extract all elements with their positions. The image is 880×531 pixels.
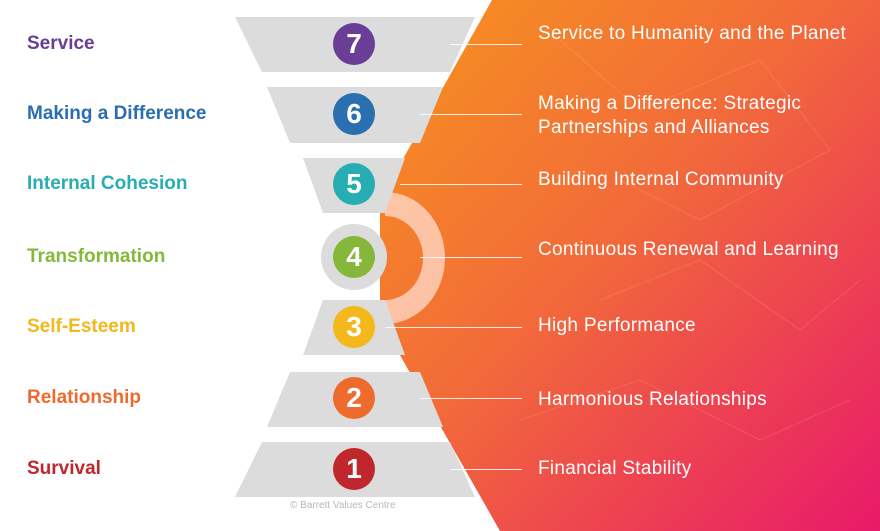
level-badge-5: 5 <box>333 163 375 205</box>
connector-line-6 <box>420 114 522 115</box>
connector-line-4 <box>420 257 522 258</box>
connector-line-2 <box>420 398 522 399</box>
level-badge-4: 4 <box>333 236 375 278</box>
level-badge-1: 1 <box>333 448 375 490</box>
level-description-3: High Performance <box>538 315 696 336</box>
level-name-2: Relationship <box>27 387 142 408</box>
connector-line-1 <box>450 469 522 470</box>
level-badge-6: 6 <box>333 93 375 135</box>
level-description-5: Building Internal Community <box>538 169 784 190</box>
level-name-4: Transformation <box>27 246 166 267</box>
level-name-3: Self-Esteem <box>27 316 136 337</box>
gradient-panel <box>380 0 880 531</box>
level-name-1: Survival <box>27 458 101 479</box>
transformation-arc <box>385 192 445 324</box>
connector-line-3 <box>385 327 522 328</box>
network-lines <box>519 39 861 441</box>
level-name-5: Internal Cohesion <box>27 173 188 194</box>
connector-line-7 <box>450 44 522 45</box>
level-description-1: Financial Stability <box>538 458 692 479</box>
level-description-6: Making a Difference: Strategic Partnersh… <box>538 93 802 138</box>
level-badge-2: 2 <box>333 377 375 419</box>
connector-line-5 <box>400 184 522 185</box>
level-description-2: Harmonious Relationships <box>538 389 767 410</box>
level-badge-7: 7 <box>333 23 375 65</box>
level-description-4: Continuous Renewal and Learning <box>538 239 839 260</box>
level-name-7: Service <box>27 33 95 54</box>
level-badge-3: 3 <box>333 306 375 348</box>
level-name-6: Making a Difference <box>27 103 207 124</box>
copyright-text: © Barrett Values Centre <box>290 500 396 511</box>
level-description-7: Service to Humanity and the Planet <box>538 23 847 44</box>
